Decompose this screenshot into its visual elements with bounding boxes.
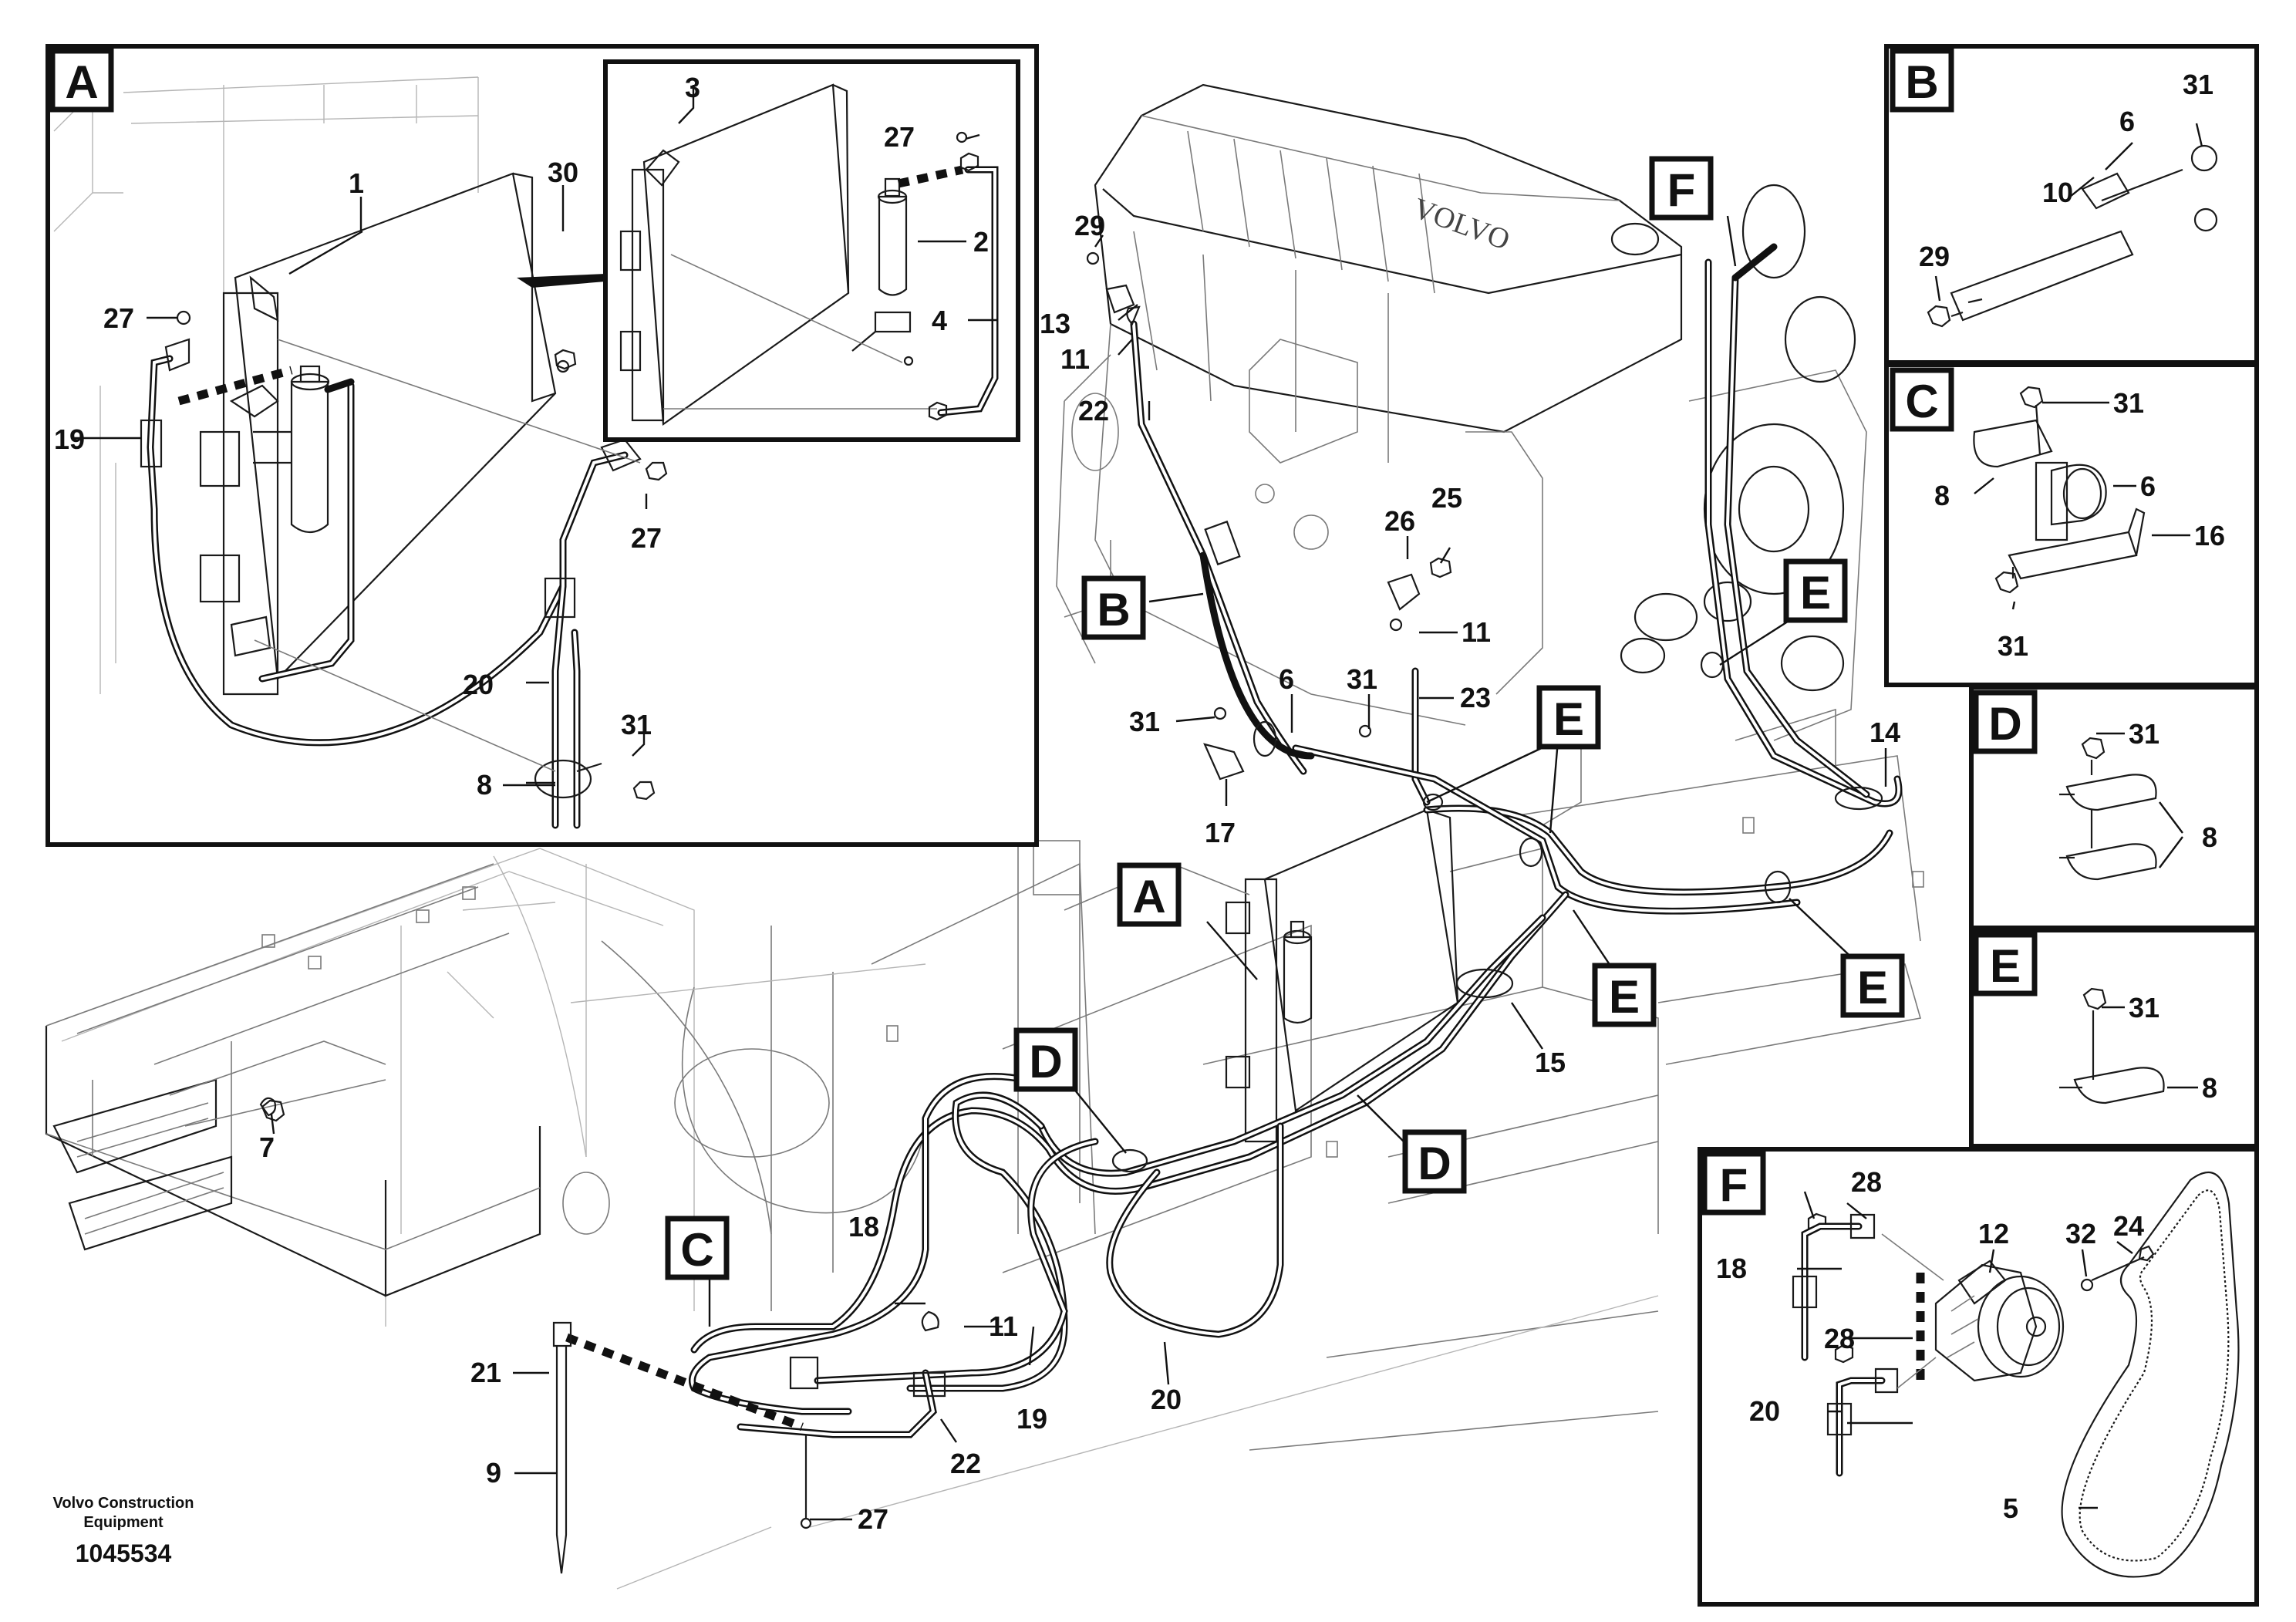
part-callouts: 1 30 27 19 27 20 31 8 3 27 2 4 29 13 11 … <box>54 69 2225 1535</box>
callout-part-32: 32 <box>2065 1218 2096 1249</box>
platform-step-assembly <box>45 863 541 1297</box>
callout-part-28-bottom: 28 <box>1824 1323 1855 1354</box>
brand-line-2: Equipment <box>83 1514 164 1531</box>
detail-view-a <box>46 44 1039 847</box>
callout-part-6-main: 6 <box>1279 663 1294 695</box>
svg-text:VOLVO: VOLVO <box>1409 192 1514 257</box>
location-tag-a: A <box>1132 871 1165 922</box>
callout-part-23: 23 <box>1460 682 1491 713</box>
location-tag-d-left: D <box>1029 1036 1062 1088</box>
callout-part-31-a: 31 <box>621 709 652 740</box>
callout-part-19-a: 19 <box>54 423 85 455</box>
view-tag-e: E <box>1990 940 2021 992</box>
callout-part-27-bottom: 27 <box>858 1503 888 1535</box>
callout-part-10: 10 <box>2042 177 2073 208</box>
callout-part-27-inner: 27 <box>884 121 915 153</box>
callout-part-20-a: 20 <box>463 669 494 700</box>
location-tag-b: B <box>1097 584 1130 636</box>
view-tag-b: B <box>1905 56 1938 108</box>
callout-part-31-b: 31 <box>2183 69 2213 100</box>
callout-part-6-b: 6 <box>2119 106 2135 137</box>
callout-part-12: 12 <box>1978 1218 2009 1249</box>
callout-part-21: 21 <box>470 1357 501 1388</box>
callout-part-4: 4 <box>932 305 947 336</box>
callout-part-1: 1 <box>349 167 364 199</box>
callout-part-25: 25 <box>1431 482 1462 514</box>
callout-part-2: 2 <box>973 226 989 258</box>
callout-part-22-top: 22 <box>1078 395 1109 427</box>
callout-part-18-main: 18 <box>848 1211 879 1243</box>
detail-view-f <box>1698 1147 2259 1607</box>
location-tag-e-top: E <box>1553 693 1584 745</box>
callout-part-5: 5 <box>2003 1492 2018 1524</box>
callout-part-11-middle: 11 <box>1462 616 1491 648</box>
callout-part-8-c: 8 <box>1934 480 1950 511</box>
callout-part-13: 13 <box>1040 308 1070 339</box>
callout-part-29-engine: 29 <box>1074 210 1105 241</box>
view-tag-f: F <box>1720 1159 1748 1211</box>
callout-part-27-a-right: 27 <box>631 522 662 554</box>
view-tag-a: A <box>65 56 98 108</box>
callout-part-26: 26 <box>1384 505 1415 537</box>
callout-part-11-top: 11 <box>1060 343 1090 375</box>
callout-part-31-d: 31 <box>2129 718 2159 750</box>
callout-part-31-main: 31 <box>1347 663 1377 695</box>
callout-part-3: 3 <box>685 72 700 103</box>
location-tag-e-engine: E <box>1800 567 1831 619</box>
callout-part-19-main: 19 <box>1017 1403 1047 1435</box>
callout-part-28-top: 28 <box>1851 1166 1882 1198</box>
callout-part-6-c: 6 <box>2140 470 2156 502</box>
location-tag-d-right: D <box>1418 1138 1451 1189</box>
hose-routing <box>261 243 1903 1574</box>
location-tag-e-right: E <box>1857 962 1888 1013</box>
callout-part-15: 15 <box>1535 1047 1566 1078</box>
callout-part-31-c-bottom: 31 <box>1998 630 2028 662</box>
callout-part-24: 24 <box>2113 1210 2144 1242</box>
callout-part-8-a: 8 <box>477 769 492 801</box>
callout-part-29-b: 29 <box>1919 241 1950 272</box>
callout-part-20-f: 20 <box>1749 1395 1780 1427</box>
location-tag-c: C <box>680 1224 713 1276</box>
callout-part-14: 14 <box>1870 717 1900 748</box>
callout-part-30-a: 30 <box>548 157 578 188</box>
callout-part-16: 16 <box>2194 520 2225 551</box>
view-tag-c: C <box>1905 376 1938 427</box>
callout-part-11-bottom: 11 <box>989 1310 1018 1342</box>
view-tag-d: D <box>1988 698 2021 750</box>
callout-part-27-a-left: 27 <box>103 302 134 334</box>
callout-part-22-bottom: 22 <box>950 1448 981 1479</box>
callout-part-8-e: 8 <box>2202 1072 2217 1104</box>
callout-part-8-d: 8 <box>2202 821 2217 853</box>
detail-view-a-inner <box>603 59 1020 442</box>
brand-line-1: Volvo Construction <box>53 1495 194 1512</box>
location-tag-e-middle: E <box>1609 971 1640 1023</box>
drawing-number: 1045534 <box>76 1539 172 1567</box>
callout-part-7: 7 <box>259 1131 275 1163</box>
location-tag-f: F <box>1667 164 1696 216</box>
callout-part-31-e: 31 <box>2129 992 2159 1023</box>
callout-part-17: 17 <box>1205 817 1236 848</box>
callout-part-9: 9 <box>486 1457 501 1489</box>
drawing-caption: Volvo Construction Equipment 1045534 <box>53 1495 194 1567</box>
callout-part-18-f: 18 <box>1716 1253 1747 1284</box>
machine-frame-background <box>46 755 1924 1590</box>
callout-part-31-c-top: 31 <box>2113 387 2144 419</box>
view-tags: A B C D E F B A D D C F E E E E <box>49 48 2038 1280</box>
main-condenser <box>1064 808 1459 1143</box>
callout-part-31-left: 31 <box>1129 706 1160 737</box>
callout-part-20-main: 20 <box>1151 1384 1182 1415</box>
